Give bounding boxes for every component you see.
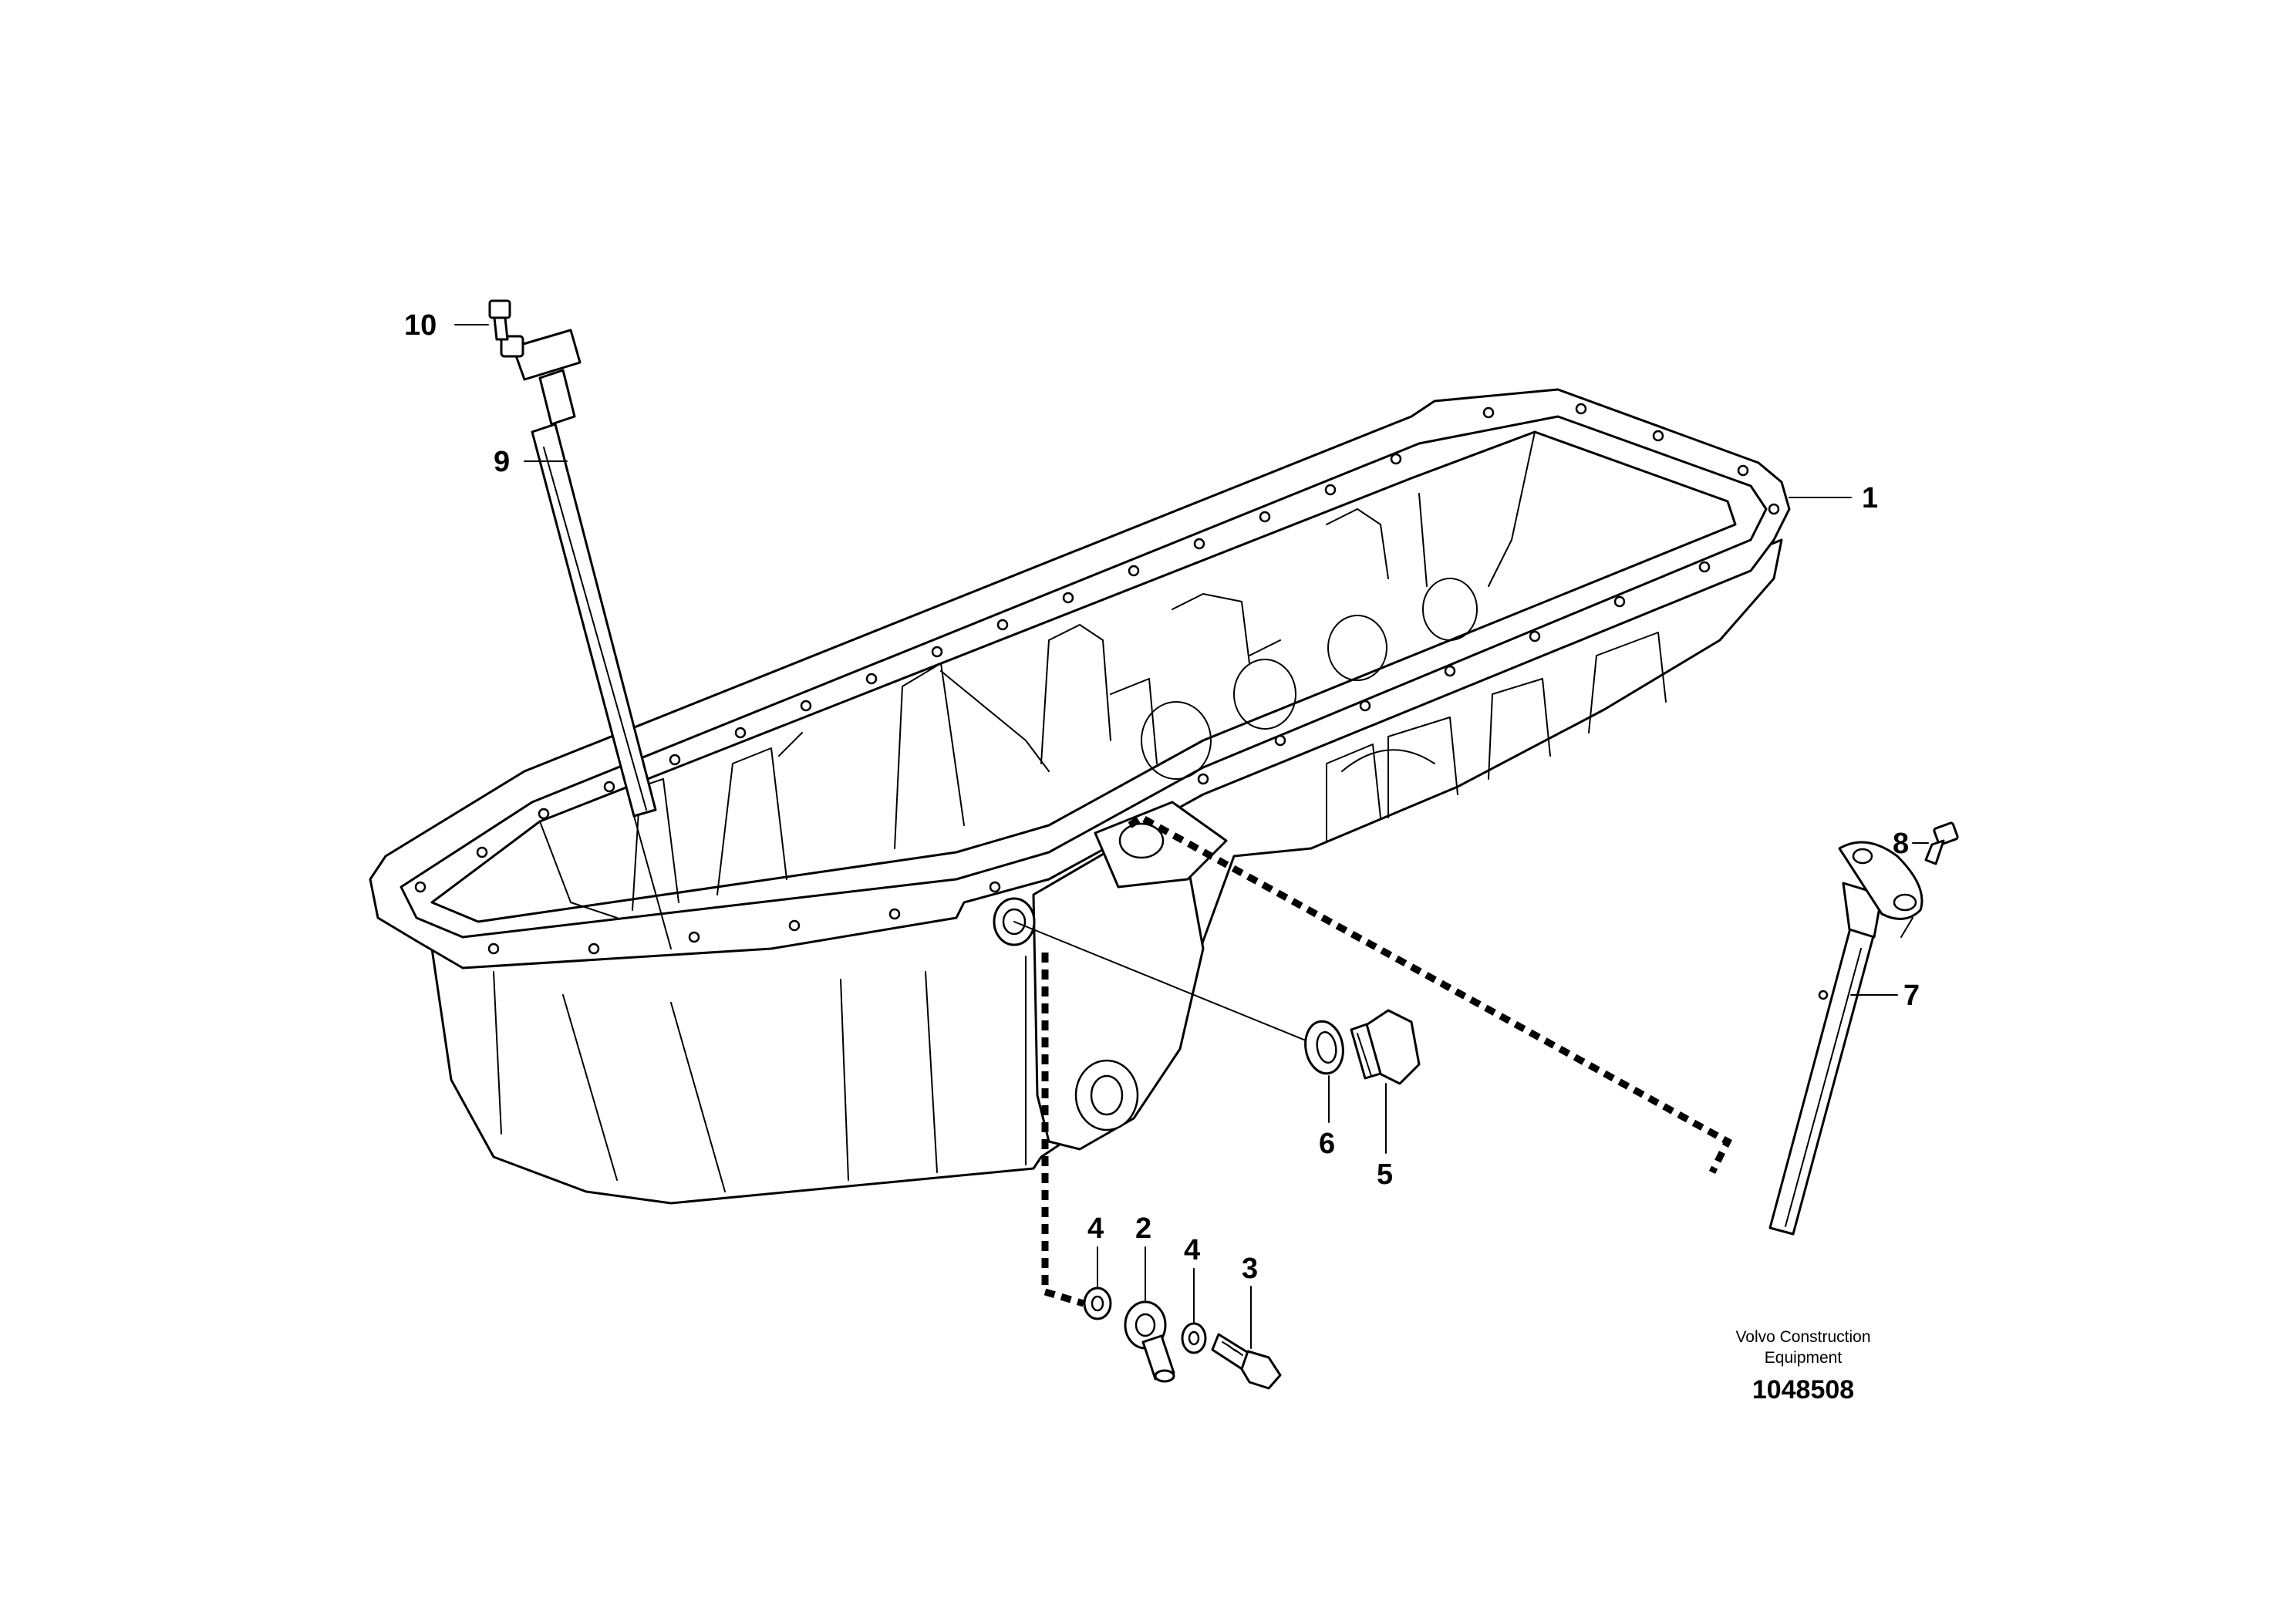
document-number: 1048508 <box>1752 1375 1854 1404</box>
flange-bolt-holes <box>414 403 1780 955</box>
washer-4-right <box>1181 1322 1207 1354</box>
callout-4-left: 4 <box>1087 1212 1104 1245</box>
callout-5: 5 <box>1377 1158 1393 1191</box>
publisher-credit: Volvo Construction Equipment 1048508 <box>1735 1328 1870 1404</box>
oil-pan <box>369 388 1791 1205</box>
callout-1: 1 <box>1862 482 1878 514</box>
dipstick-tube-right <box>1768 841 1923 1236</box>
washer-4-left <box>1083 1286 1112 1320</box>
callout-10: 10 <box>404 309 437 342</box>
callout-6: 6 <box>1319 1128 1335 1160</box>
credit-line-1: Volvo Construction <box>1735 1328 1870 1346</box>
oil-line-routing <box>1041 813 1732 1307</box>
callout-labels: 1 2 3 4 4 5 6 7 8 9 10 <box>404 309 1920 1285</box>
credit-line-2: Equipment <box>1765 1349 1843 1367</box>
drain-plug-5 <box>1350 1009 1421 1085</box>
callout-2: 2 <box>1135 1212 1151 1245</box>
callout-4-right: 4 <box>1184 1234 1200 1266</box>
callout-7: 7 <box>1903 980 1920 1012</box>
banjo-bolt-3 <box>1211 1333 1282 1390</box>
callout-3: 3 <box>1242 1253 1258 1285</box>
dipstick-tube-left <box>500 329 672 949</box>
screw-10 <box>488 299 511 341</box>
leader-lines <box>454 324 1929 1349</box>
callout-9: 9 <box>494 446 510 478</box>
callout-8: 8 <box>1893 828 1909 860</box>
banjo-fitting-2 <box>1124 1300 1175 1383</box>
washer-6 <box>1304 1020 1344 1075</box>
screw-8 <box>1924 821 1959 865</box>
